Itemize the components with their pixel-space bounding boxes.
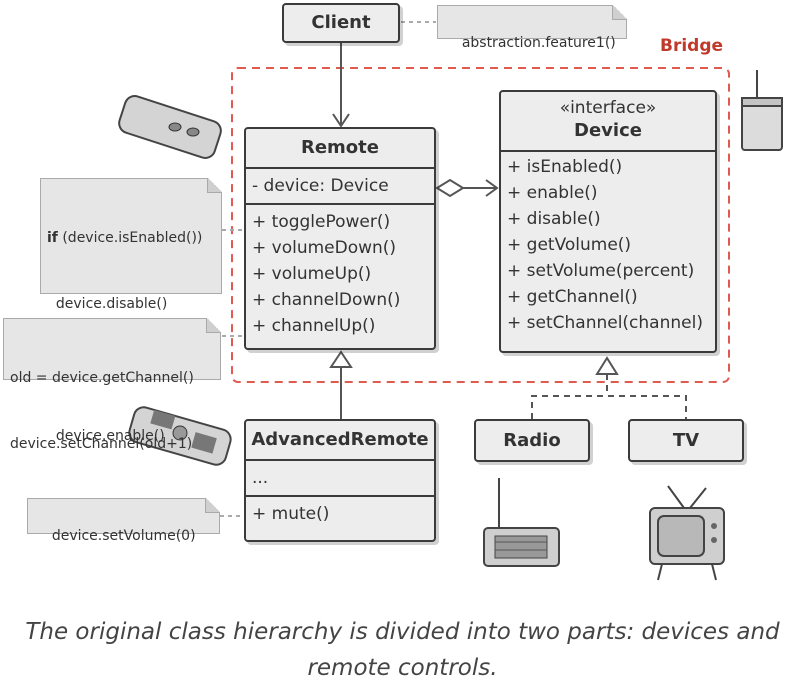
client-class: Client bbox=[282, 3, 400, 43]
caption-line: remote controls. bbox=[307, 655, 498, 681]
if-keyword: if bbox=[47, 230, 58, 246]
note-line: (device.isEnabled()) bbox=[57, 230, 203, 246]
advanced-method: + mute() bbox=[252, 504, 330, 524]
bridge-region bbox=[231, 67, 730, 383]
client-note-text: abstraction.feature1() bbox=[461, 35, 616, 51]
advanced-fields: ... bbox=[246, 459, 434, 495]
device-box-icon bbox=[741, 70, 783, 151]
remote-method: + channelDown() bbox=[252, 290, 401, 310]
remote-methods: + togglePower() + volumeDown() + volumeU… bbox=[246, 203, 434, 343]
note-line: old = device.getChannel() bbox=[10, 370, 194, 386]
remote-title: Remote bbox=[300, 137, 379, 158]
advanced-title: AdvancedRemote bbox=[251, 429, 429, 450]
tv-class: TV bbox=[628, 419, 744, 462]
advanced-remote-icon bbox=[128, 406, 232, 466]
bridge-label: Bridge bbox=[660, 36, 724, 56]
tv-icon bbox=[649, 485, 725, 581]
advanced-remote-class: AdvancedRemote ... + mute() bbox=[244, 419, 436, 542]
caption: The original class hierarchy is divided … bbox=[0, 614, 805, 684]
device-method: + getChannel() bbox=[507, 287, 638, 307]
caption-line: The original class hierarchy is divided … bbox=[25, 619, 780, 645]
note-line: device.setChannel(old+1) bbox=[10, 436, 193, 452]
mute-note: device.setVolume(0) bbox=[27, 498, 220, 544]
aggregation-diamond bbox=[435, 178, 465, 198]
device-title: Device bbox=[574, 120, 642, 141]
remote-method: + volumeUp() bbox=[252, 264, 372, 284]
client-note: abstraction.feature1() bbox=[437, 5, 627, 51]
remote-method: + channelUp() bbox=[252, 316, 376, 336]
advanced-field: ... bbox=[252, 468, 269, 488]
note-line: device.enable() bbox=[47, 428, 165, 444]
device-stereotype: «interface» bbox=[559, 98, 657, 118]
advanced-methods: + mute() bbox=[246, 495, 434, 531]
remote-class: Remote - device: Device + togglePower() … bbox=[244, 127, 436, 350]
inheritance-triangle bbox=[329, 350, 353, 368]
device-method: + setChannel(channel) bbox=[507, 313, 703, 333]
remote-method: + togglePower() bbox=[252, 212, 391, 232]
note-line: device.disable() bbox=[47, 296, 168, 312]
remote-fields: - device: Device bbox=[246, 167, 434, 203]
device-method: + isEnabled() bbox=[507, 157, 623, 177]
tv-title: TV bbox=[672, 430, 700, 451]
device-interface: «interface» Device + isEnabled() + enabl… bbox=[499, 90, 717, 353]
device-methods: + isEnabled() + enable() + disable() + g… bbox=[501, 150, 715, 338]
remote-field: - device: Device bbox=[252, 176, 389, 196]
device-method: + getVolume() bbox=[507, 235, 632, 255]
radio-icon bbox=[483, 478, 560, 567]
toggle-power-note: if (device.isEnabled()) device.disable()… bbox=[40, 178, 222, 444]
channel-up-note: old = device.getChannel() device.setChan… bbox=[3, 318, 221, 452]
radio-title: Radio bbox=[503, 430, 561, 451]
device-method: + disable() bbox=[507, 209, 601, 229]
remote-control-icon bbox=[118, 95, 222, 159]
radio-class: Radio bbox=[474, 419, 590, 462]
client-title: Client bbox=[311, 12, 371, 33]
remote-method: + volumeDown() bbox=[252, 238, 397, 258]
mute-note-text: device.setVolume(0) bbox=[51, 528, 196, 544]
device-method: + setVolume(percent) bbox=[507, 261, 695, 281]
device-method: + enable() bbox=[507, 183, 598, 203]
